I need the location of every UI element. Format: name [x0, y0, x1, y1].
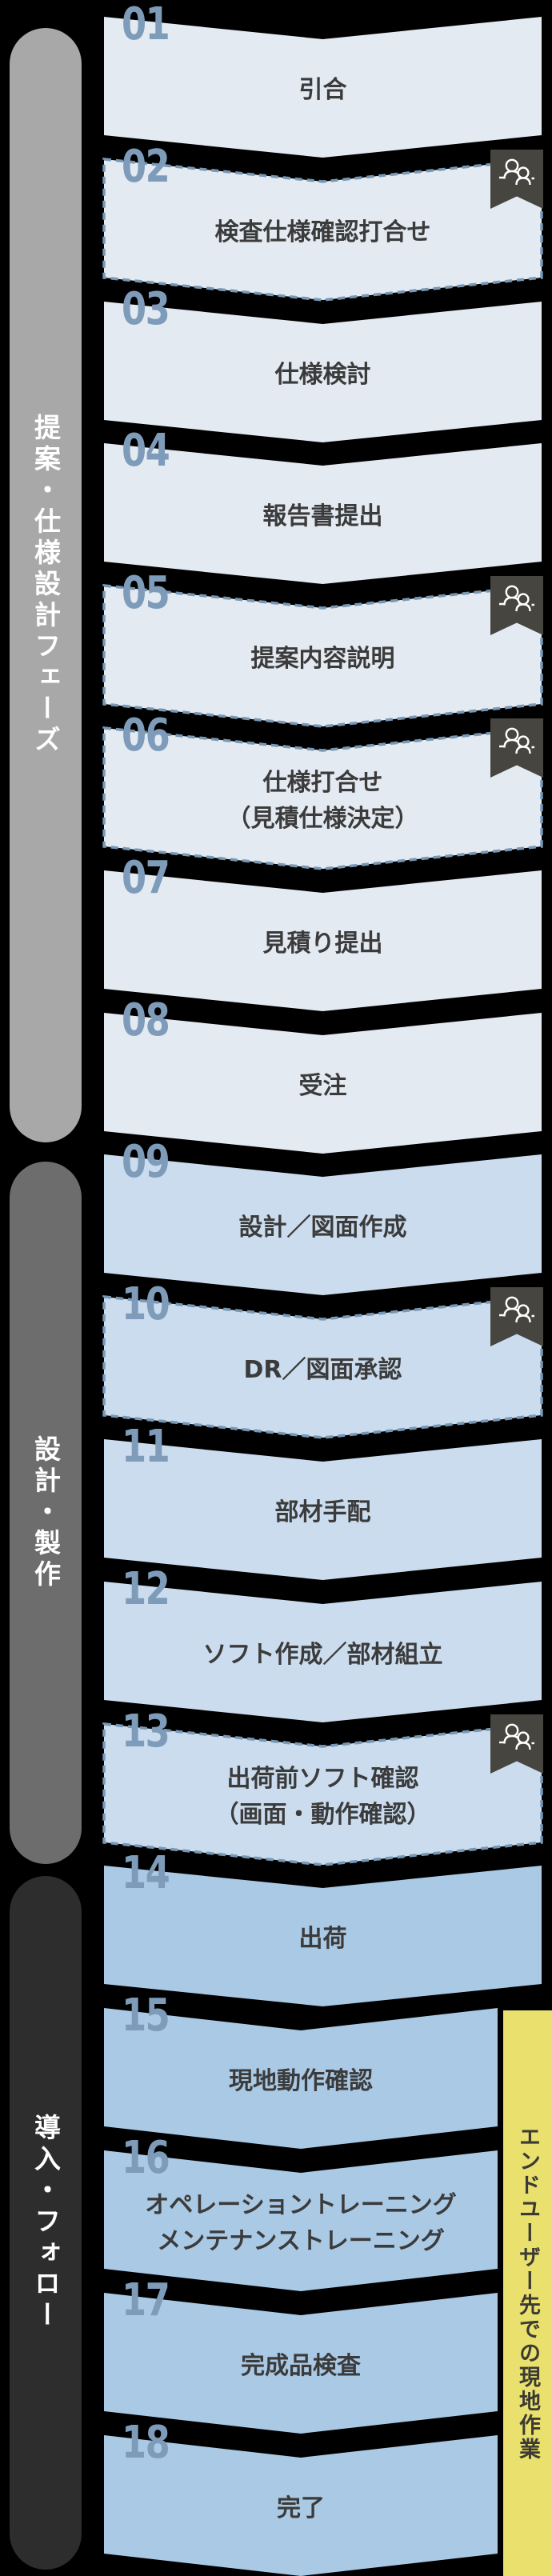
step-label: 仕様打合せ （見積仕様決定） [226, 769, 419, 833]
step-chevron-shape [102, 1722, 543, 1866]
step-chevron-shape [104, 2435, 498, 2576]
step-label: 受注 [298, 1071, 347, 1100]
step-number: 15 [122, 1990, 170, 2042]
step-chevron-shape [102, 726, 543, 870]
step-number: 10 [122, 1278, 170, 1330]
step-number: 07 [122, 852, 170, 904]
step-label: ソフト作成／部材組立 [202, 1640, 443, 1669]
people-meeting-icon [499, 1723, 534, 1750]
people-meeting-icon [499, 158, 534, 186]
step-label: 見積り提出 [262, 929, 383, 958]
step-number: 14 [122, 1847, 170, 1899]
people-meeting-icon [499, 727, 534, 754]
step-number: 08 [122, 994, 170, 1046]
step-number: 17 [122, 2274, 170, 2326]
step-chevron-shape [104, 1582, 542, 1722]
step-chevron-shape [104, 302, 542, 442]
step-label: オペレーショントレーニング メンテナンストレーニング [145, 2191, 457, 2255]
step-chevron-shape [104, 1013, 542, 1154]
step-label: 引合 [298, 75, 347, 104]
step-label: 仕様検討 [274, 360, 371, 389]
step-label: 提案内容説明 [250, 644, 395, 673]
step-label: 設計／図面作成 [238, 1213, 407, 1242]
step-number: 02 [122, 141, 170, 193]
step-chevron-shape [104, 1866, 542, 2006]
step-chevron-shape [104, 2150, 498, 2291]
step-chevron-shape [104, 443, 542, 584]
step-number: 04 [122, 425, 170, 477]
people-meeting-icon [499, 1296, 534, 1323]
step-label: 検査仕様確認打合せ [214, 218, 431, 246]
phase-label: 導入・フォロー [30, 2114, 62, 2332]
phase-pill-introduction-follow: 導入・フォロー [10, 1876, 82, 2570]
step-number: 03 [122, 283, 170, 335]
step-label: 出荷 [298, 1924, 347, 1953]
step-chevron-shape [104, 2008, 498, 2149]
step-number: 09 [122, 1136, 170, 1188]
step-number: 05 [122, 567, 170, 619]
step-chevron-shape [104, 1154, 542, 1295]
step-label: DR／図面承認 [243, 1355, 402, 1384]
phase-label: 提案・仕様設計フェーズ [30, 414, 62, 757]
step-label: 現地動作確認 [229, 2066, 373, 2095]
step-number: 01 [122, 0, 170, 50]
step-number: 18 [122, 2417, 170, 2469]
people-meeting-icon [499, 585, 534, 612]
step-label: 完成品検査 [241, 2351, 361, 2380]
step-label: 完了 [277, 2494, 325, 2522]
step-chevron-shape [104, 870, 542, 1011]
onsite-work-note-label: エンドユーザー先での現地作業 [515, 2125, 540, 2462]
phase-pill-design-production: 設計・製作 [10, 1162, 82, 1864]
step-number: 16 [122, 2132, 170, 2184]
step-number: 06 [122, 710, 170, 762]
step-label: 出荷前ソフト確認 （画面・動作確認） [214, 1765, 431, 1829]
step-chevron-shape [102, 158, 543, 302]
step-chevron-shape [104, 2293, 498, 2434]
phase-pill-proposal: 提案・仕様設計フェーズ [10, 28, 82, 1142]
step-number: 12 [122, 1563, 170, 1615]
step-number: 11 [122, 1421, 170, 1473]
step-chevron-shape [102, 584, 543, 728]
step-number: 13 [122, 1706, 170, 1758]
step-label: 部材手配 [274, 1498, 371, 1526]
step-chevron-shape [102, 1295, 543, 1439]
phase-label: 設計・製作 [30, 1434, 62, 1591]
step-01: 01 引合 [104, 2, 542, 158]
step-label: 報告書提出 [262, 502, 383, 530]
onsite-work-note: エンドユーザー先での現地作業 [503, 2010, 552, 2576]
step-chevron-shape [104, 1439, 542, 1580]
step-chevron-shape [104, 17, 542, 158]
